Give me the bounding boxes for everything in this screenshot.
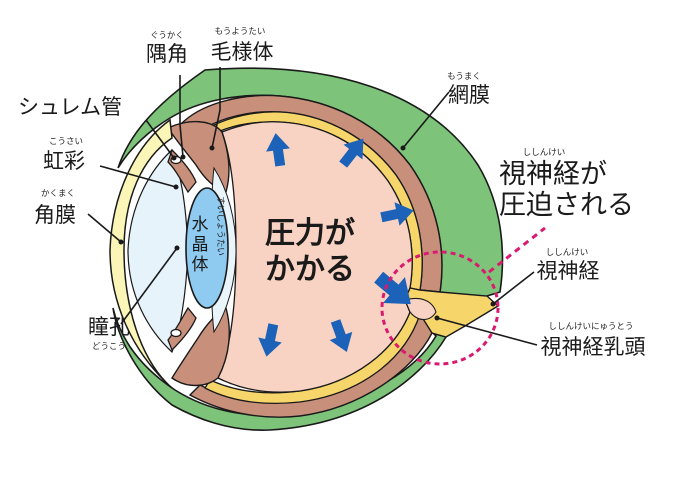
label-doukou: 瞳孔	[88, 315, 130, 339]
optic-disc-highlight	[380, 250, 500, 366]
arrow-icon	[266, 133, 290, 167]
arrow-icon	[329, 319, 353, 352]
optic-disc-cup	[404, 297, 437, 321]
ruby-shinkei: ししんけい	[546, 248, 589, 258]
dot	[400, 145, 406, 151]
pressure-line-2: かかる	[265, 252, 355, 287]
ruby-gukaku: ぐうかく	[150, 31, 184, 41]
dot	[209, 145, 215, 151]
label-dots	[118, 145, 496, 321]
leader-nyuutou	[436, 317, 538, 346]
leader-shinkei	[492, 271, 535, 305]
dot	[490, 301, 496, 307]
lens-char-1: 水	[192, 215, 209, 235]
schlemm-canal-lower	[170, 328, 182, 338]
leader-schlemm	[145, 119, 175, 159]
iris-lower	[167, 306, 197, 352]
lens-ruby: すいしょうたい	[215, 196, 225, 256]
lens-char-3: 体	[192, 255, 209, 275]
label-kousai: 虹彩	[43, 149, 85, 173]
label-schlemm: シュレム管	[18, 95, 122, 119]
label-mouyoutai: 毛様体	[211, 40, 274, 64]
leader-gukaku	[179, 75, 184, 158]
arrow-icon	[258, 323, 282, 357]
dot	[174, 245, 180, 251]
arrow-icon	[374, 271, 411, 305]
dot	[434, 315, 440, 321]
ruby-doukou: どうこう	[92, 342, 126, 352]
ruby-kakumaku: かくまく	[41, 189, 75, 199]
lens-label: 水 晶 体 すいしょうたい	[192, 196, 226, 275]
anterior-chamber	[127, 148, 189, 354]
dot	[118, 239, 124, 245]
arrow-icon	[339, 138, 364, 168]
cornea	[109, 118, 173, 389]
label-gukaku: 隅角	[146, 42, 188, 66]
lens-char-2: 晶	[192, 235, 209, 255]
label-nyuutou: 視神経乳頭	[541, 335, 646, 359]
dot	[173, 184, 179, 190]
leader-mouyoutai	[211, 67, 221, 149]
dot	[171, 155, 177, 161]
dot	[180, 154, 186, 160]
lens	[185, 187, 229, 309]
pressure-arrows	[258, 133, 414, 357]
compression-line-2: 圧迫される	[499, 190, 634, 221]
label-moumaku: 網膜	[448, 83, 490, 107]
label-shinkei: 視神経	[537, 259, 600, 283]
compression-line-1: 視神経が	[499, 159, 607, 190]
ruby-nyuutou: ししんけいにゅうとう	[548, 322, 633, 332]
leader-kakumaku	[87, 213, 122, 243]
ruby-moumaku: もうまく	[447, 72, 481, 82]
leader-doukou	[120, 247, 178, 325]
ruby-kousai: こうさい	[49, 137, 83, 147]
pressure-line-1: 圧力が	[265, 216, 355, 251]
arrow-icon	[380, 202, 414, 226]
ruby-compression: ししんけい	[523, 148, 566, 158]
leader-kousai	[99, 165, 177, 188]
label-kakumaku: 角膜	[34, 203, 76, 227]
leader-moumaku	[402, 91, 450, 149]
highlight-connector	[488, 226, 546, 274]
ruby-mouyoutai: もうようたい	[215, 27, 266, 37]
vitreous-body	[217, 121, 413, 393]
